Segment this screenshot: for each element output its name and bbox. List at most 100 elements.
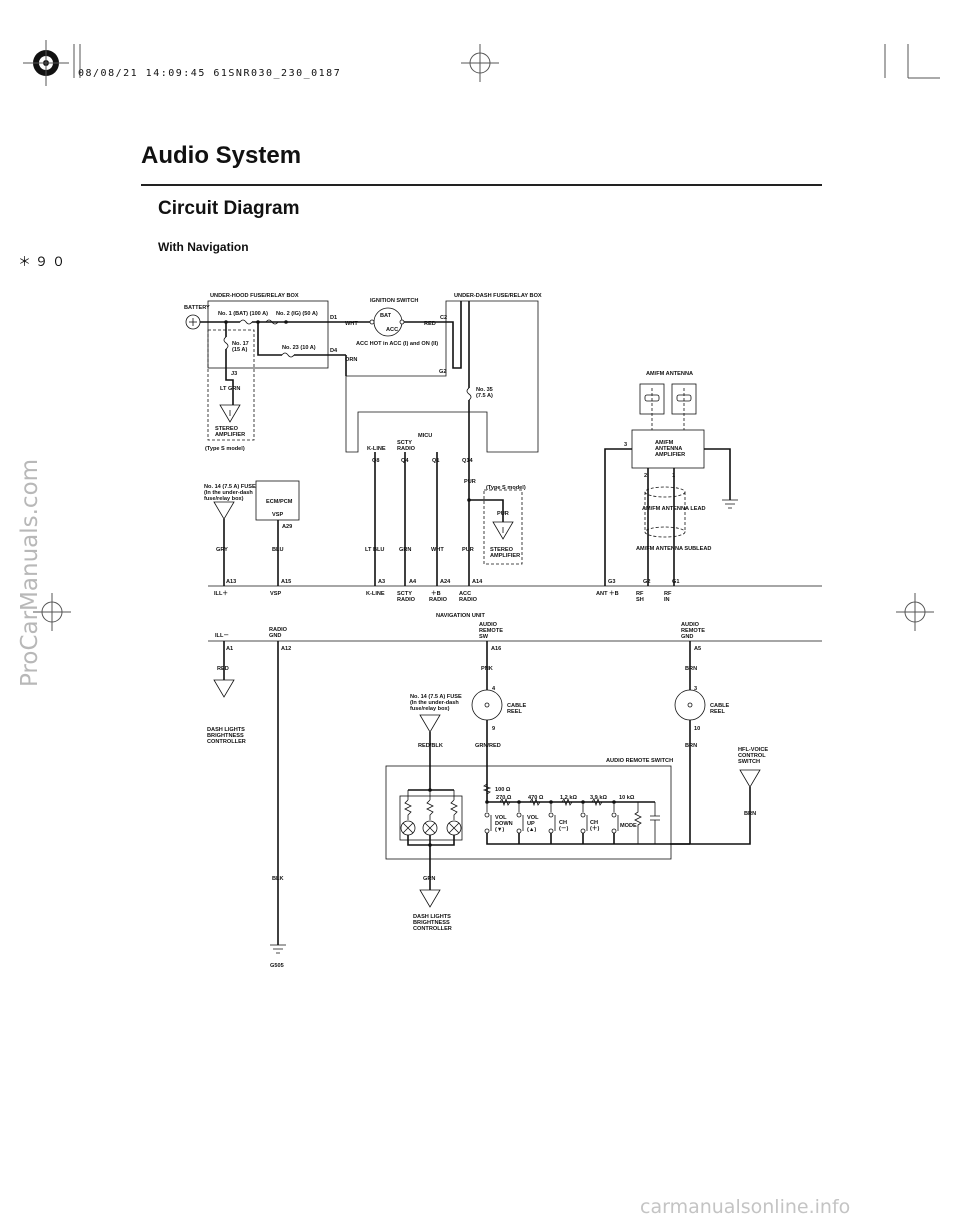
conn-a3: A3 — [378, 579, 385, 585]
stereo-amp-right-b: AMPLIFIER — [490, 553, 520, 559]
ch-plus-b: (＋) — [590, 825, 599, 832]
conn-a16: A16 — [491, 646, 501, 652]
pin-kline: K-LINE — [366, 591, 385, 597]
page-number: ＊９０ — [18, 255, 70, 270]
r1k2: 1.2 kΩ — [560, 795, 577, 801]
wire-gry: GRY — [216, 547, 228, 553]
conn-d4: D4 — [330, 348, 338, 354]
type-s-left: (Type S model) — [205, 446, 245, 452]
pin-rf-in-b: IN — [664, 597, 670, 603]
antenna-pin3: 3 — [624, 442, 627, 448]
r10k: 10 kΩ — [619, 795, 635, 801]
wire-brn-reel: BRN — [685, 743, 697, 749]
wire-red-ig: RED — [424, 321, 436, 327]
fuse14-lower-c: fuse/relay box) — [410, 706, 450, 712]
wire-wht-q1: WHT — [431, 547, 444, 553]
wire-pur-upper: PUR — [464, 479, 476, 485]
pin-radio-gnd-b: GND — [269, 633, 281, 639]
wire-wht-ig: WHT — [345, 321, 358, 327]
fuse-17 — [223, 336, 229, 350]
vol-down-b: DOWN — [495, 821, 513, 827]
fuse-bat-label: No. 1 (BAT) (100 A) — [218, 311, 268, 317]
hfl-c: SWITCH — [738, 759, 760, 765]
vol-up-b: UP — [527, 821, 535, 827]
am-fm-antenna: AM/FM ANTENNA AM/FM ANTENNA AMPLIFIER 3 … — [624, 371, 711, 552]
antenna-pin2: 2 — [644, 473, 647, 479]
conn-a5: A5 — [694, 646, 701, 652]
navigation-unit: NAVIGATION UNIT A13 A15 A3 A4 A24 A14 IL… — [208, 579, 822, 652]
dash-lights-controller-lower: DASH LIGHTS BRIGHTNESS CONTROLLER — [413, 889, 452, 932]
underdash-box-label: UNDER-DASH FUSE/RELAY BOX — [454, 293, 542, 299]
conn-g1: G1 — [672, 579, 679, 585]
pin-ars-a: AUDIO — [479, 622, 498, 628]
wire-blu: BLU — [272, 547, 284, 553]
wire-grn-lower: GRN — [423, 876, 435, 882]
conn-j3: J3 — [231, 371, 237, 377]
fuse14-top-b: (In the under-dash — [204, 490, 253, 496]
micu-kline: K-LINE — [367, 446, 386, 452]
dash-lower-c: CONTROLLER — [413, 926, 452, 932]
fuse17-rating: (15 A) — [232, 347, 247, 353]
battery: BATTERY — [184, 305, 210, 330]
ars-label: AUDIO REMOTE SWITCH — [606, 758, 673, 764]
pin-ill-minus: ILL－ — [215, 633, 229, 639]
cable-reel-right-pin3: 3 — [694, 686, 697, 692]
wire-blk: BLK — [272, 876, 284, 882]
cable-reel-right-pin10: 10 — [694, 726, 700, 732]
cable-reel-left: 4 9 CABLE REEL — [471, 686, 527, 732]
wire-lt-grn: LT GRN — [220, 386, 240, 392]
stereo-amp-right-a: STEREO — [490, 547, 514, 553]
micu-scty-b: RADIO — [397, 446, 416, 452]
conn-a4: A4 — [409, 579, 417, 585]
ignition-switch-label: IGNITION SWITCH — [370, 298, 418, 304]
conn-q1: Q1 — [432, 458, 439, 464]
print-stamp: 08/08/21 14:09:45 61SNR030_230_0187 — [78, 68, 342, 79]
conn-g2: G2 — [643, 579, 650, 585]
fuse-bat — [239, 319, 253, 325]
conn-d1: D1 — [330, 315, 337, 321]
nav-unit-label: NAVIGATION UNIT — [436, 613, 485, 619]
mode-label: MODE — [620, 823, 637, 829]
pin-arg-b: REMOTE — [681, 628, 705, 634]
dash-left-a: DASH LIGHTS — [207, 727, 245, 733]
conn-a15: A15 — [281, 579, 291, 585]
conn-a29: A29 — [282, 524, 292, 530]
fuse14-lower: No. 14 (7.5 A) FUSE (In the under-dash f… — [410, 694, 462, 733]
fuse14-top: No. 14 (7.5 A) FUSE (In the under-dash f… — [204, 484, 256, 520]
wire-grn-red: GRN/RED — [475, 743, 501, 749]
fuse14-top-c: fuse/relay box) — [204, 496, 244, 502]
cable-reel-right: 3 10 CABLE REEL — [674, 686, 730, 732]
registration-marks — [23, 40, 940, 631]
micu-scty-a: SCTY — [397, 440, 412, 446]
conn-a14: A14 — [472, 579, 483, 585]
dash-lights-controller-left: DASH LIGHTS BRIGHTNESS CONTROLLER — [207, 679, 246, 745]
wire-brn-a5: BRN — [685, 666, 697, 672]
dash-lower-a: DASH LIGHTS — [413, 914, 451, 920]
pin-acc-b: RADIO — [459, 597, 478, 603]
pin-b-radio-b: RADIO — [429, 597, 448, 603]
ground-label: G505 — [270, 963, 284, 969]
page-title: Audio System — [141, 142, 302, 169]
conn-a13: A13 — [226, 579, 236, 585]
fuse17-label: No. 17 — [232, 341, 249, 347]
fuse14-top-a: No. 14 (7.5 A) FUSE — [204, 484, 256, 490]
pin-scty-a: SCTY — [397, 591, 412, 597]
wire-pur-amp: PUR — [497, 511, 509, 517]
hfl-b: CONTROL — [738, 753, 766, 759]
cable-reel-right-a: CABLE — [710, 703, 730, 709]
battery-label: BATTERY — [184, 305, 210, 311]
wire-red-blk: RED/BLK — [418, 743, 443, 749]
pin-ars-c: SW — [479, 634, 489, 640]
vol-up-a: VOL — [527, 815, 539, 821]
antenna-ground — [722, 499, 738, 509]
wire-pur-lower: PUR — [462, 547, 474, 553]
cable-reel-left-pin4: 4 — [492, 686, 496, 692]
ch-minus-b: (－) — [559, 826, 568, 832]
antenna-amp-c: AMPLIFIER — [655, 452, 685, 458]
antenna-amp-a: AM/FM — [655, 440, 674, 446]
ig-bat: BAT — [380, 313, 392, 319]
pin-ant-b: ANT ＋B — [596, 590, 619, 597]
conn-c2: C2 — [440, 315, 447, 321]
r3k9: 3.9 kΩ — [590, 795, 607, 801]
